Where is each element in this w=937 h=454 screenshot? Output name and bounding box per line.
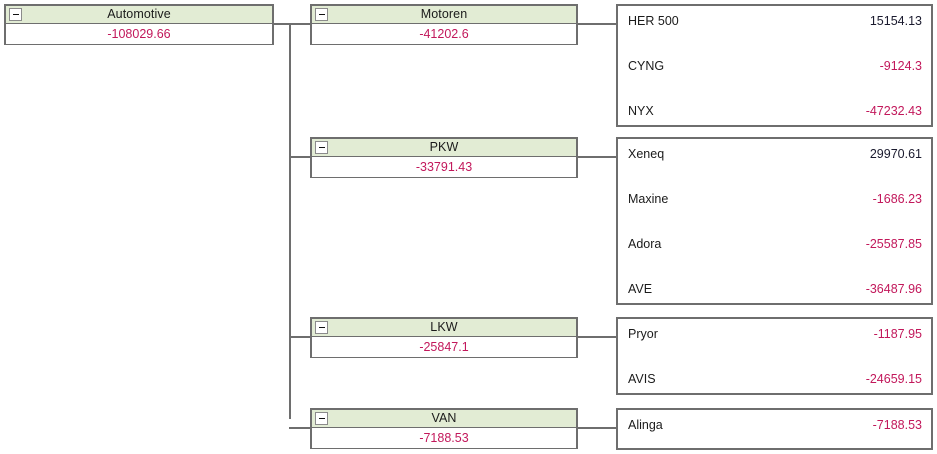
leaf-value-maxine: -1686.23 (872, 192, 922, 206)
leaf-row-cyng[interactable]: CYNG -9124.3 (618, 51, 931, 96)
minus-icon (318, 417, 325, 419)
leaf-value-ave: -36487.96 (865, 282, 922, 296)
leaf-value-cyng: -9124.3 (879, 59, 922, 73)
leaf-row-avis[interactable]: AVIS -24659.15 (618, 364, 931, 409)
leaf-value-adora: -25587.85 (865, 237, 922, 251)
collapse-toggle-motoren[interactable] (315, 8, 328, 21)
minus-icon (318, 326, 325, 328)
leaf-label-xeneq: Xeneq (628, 147, 665, 161)
node-motoren[interactable]: Motoren -41202.6 (310, 4, 578, 45)
minus-icon (12, 13, 19, 15)
leaf-value-pryor: -1187.95 (873, 327, 922, 341)
node-pkw[interactable]: PKW -33791.43 (310, 137, 578, 178)
leaf-label-avis: AVIS (628, 372, 656, 386)
node-automotive[interactable]: Automotive -108029.66 (4, 4, 274, 45)
node-van-header: VAN (312, 410, 576, 428)
node-pkw-header: PKW (312, 139, 576, 157)
node-lkw-title: LKW (430, 320, 458, 334)
connector-pkw-to-leaves (576, 156, 618, 158)
node-motoren-value: -41202.6 (312, 24, 576, 44)
minus-icon (318, 146, 325, 148)
leaf-label-maxine: Maxine (628, 192, 669, 206)
leaf-list-van: Alinga -7188.53 (616, 408, 933, 450)
connector-trunk-to-motoren (289, 23, 311, 25)
node-motoren-header: Motoren (312, 6, 576, 24)
connector-van-to-leaves (576, 427, 618, 429)
leaf-value-alinga: -7188.53 (872, 418, 922, 432)
collapse-toggle-pkw[interactable] (315, 141, 328, 154)
leaf-label-adora: Adora (628, 237, 662, 251)
node-van-title: VAN (431, 411, 457, 425)
leaf-list-motoren: HER 500 15154.13 CYNG -9124.3 NYX -47232… (616, 4, 933, 127)
connector-trunk-to-van (289, 427, 311, 429)
leaf-row-her500[interactable]: HER 500 15154.13 (618, 6, 931, 51)
collapse-toggle-automotive[interactable] (9, 8, 22, 21)
minus-icon (318, 13, 325, 15)
connector-root-to-trunk (274, 23, 291, 25)
leaf-value-nyx: -47232.43 (865, 104, 922, 118)
leaf-label-nyx: NYX (628, 104, 654, 118)
leaf-label-cyng: CYNG (628, 59, 665, 73)
node-lkw-header: LKW (312, 319, 576, 337)
node-lkw-value: -25847.1 (312, 337, 576, 357)
node-pkw-title: PKW (429, 140, 459, 154)
leaf-label-ave: AVE (628, 282, 653, 296)
connector-lkw-to-leaves (576, 336, 618, 338)
node-lkw[interactable]: LKW -25847.1 (310, 317, 578, 358)
node-van-value: -7188.53 (312, 428, 576, 448)
leaf-row-nyx[interactable]: NYX -47232.43 (618, 96, 931, 141)
node-automotive-title: Automotive (107, 7, 171, 21)
leaf-value-her500: 15154.13 (869, 14, 922, 28)
leaf-row-adora[interactable]: Adora -25587.85 (618, 229, 931, 274)
node-pkw-value: -33791.43 (312, 157, 576, 177)
leaf-list-lkw: Pryor -1187.95 AVIS -24659.15 (616, 317, 933, 395)
connector-trunk-to-lkw (289, 336, 311, 338)
leaf-label-pryor: Pryor (628, 327, 658, 341)
connector-motoren-to-leaves (576, 23, 618, 25)
node-motoren-title: Motoren (420, 7, 468, 21)
collapse-toggle-lkw[interactable] (315, 321, 328, 334)
leaf-row-xeneq[interactable]: Xeneq 29970.61 (618, 139, 931, 184)
leaf-value-xeneq: 29970.61 (869, 147, 922, 161)
leaf-list-pkw: Xeneq 29970.61 Maxine -1686.23 Adora -25… (616, 137, 933, 305)
connector-trunk-to-pkw (289, 156, 311, 158)
leaf-row-maxine[interactable]: Maxine -1686.23 (618, 184, 931, 229)
leaf-label-alinga: Alinga (628, 418, 663, 432)
collapse-toggle-van[interactable] (315, 412, 328, 425)
leaf-row-pryor[interactable]: Pryor -1187.95 (618, 319, 931, 364)
connector-trunk-vertical (289, 23, 291, 419)
node-automotive-header: Automotive (6, 6, 272, 24)
leaf-row-ave[interactable]: AVE -36487.96 (618, 274, 931, 319)
leaf-label-her500: HER 500 (628, 14, 679, 28)
node-automotive-value: -108029.66 (6, 24, 272, 44)
leaf-row-alinga[interactable]: Alinga -7188.53 (618, 410, 931, 448)
leaf-value-avis: -24659.15 (865, 372, 922, 386)
node-van[interactable]: VAN -7188.53 (310, 408, 578, 449)
